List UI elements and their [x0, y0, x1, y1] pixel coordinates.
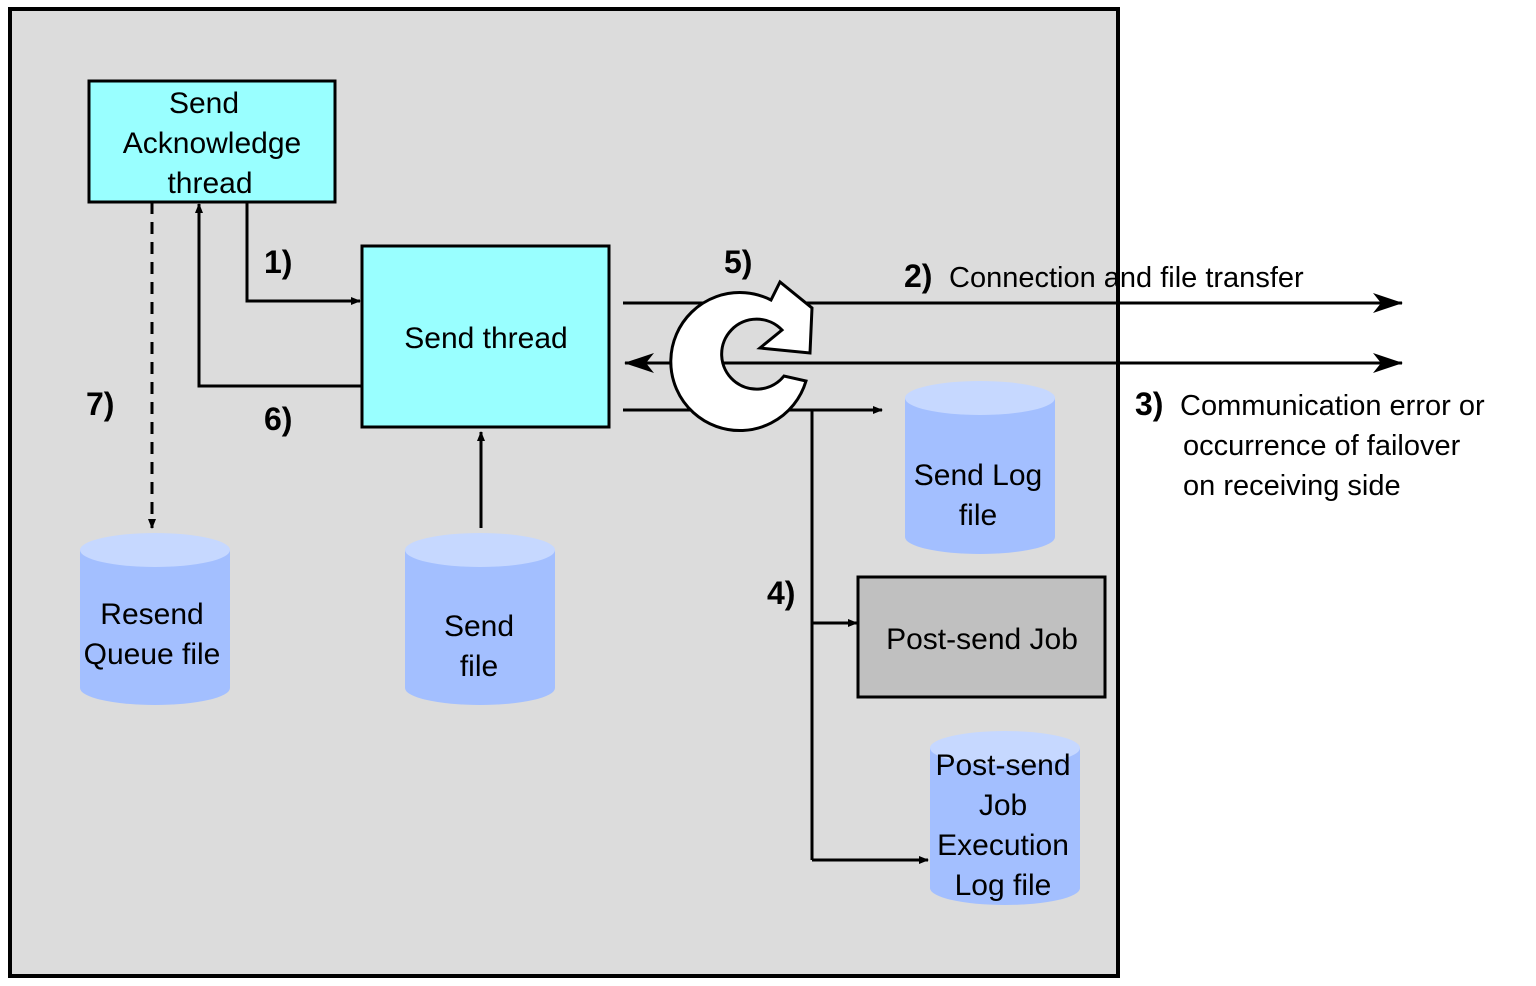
send-file-cylinder: Send file	[405, 533, 555, 705]
send-ack-line-2: Acknowledge	[123, 127, 301, 160]
send-acknowledge-thread-box: Send Acknowledge thread	[87, 79, 337, 204]
resend-queue-line-1: Resend	[100, 598, 203, 631]
send-thread-box: Send thread	[360, 244, 611, 429]
refresh-cycle-icon	[669, 279, 814, 433]
step-5-label: 5)	[724, 244, 752, 280]
post-send-log-line-2: Job	[979, 789, 1027, 822]
post-send-log-line-3: Execution	[937, 829, 1069, 862]
step-7-label: 7)	[86, 386, 114, 422]
post-send-job-box: Post-send Job	[856, 575, 1107, 699]
send-ack-line-3: thread	[167, 167, 252, 200]
post-send-job-label: Post-send Job	[886, 623, 1078, 656]
step-3-label: 3)	[1135, 386, 1163, 422]
send-file-line-2: file	[460, 650, 498, 683]
post-send-job-log-cylinder: Post-send Job Execution Log file	[930, 731, 1080, 905]
connection-transfer-text: Connection and file transfer	[949, 262, 1304, 294]
comm-error-line-1: Communication error or	[1180, 390, 1485, 422]
step-4-label: 4)	[767, 575, 795, 611]
step-6-label: 6)	[264, 401, 292, 437]
send-log-line-1: Send Log	[914, 459, 1042, 492]
send-thread-label: Send thread	[404, 322, 567, 355]
arrow-step-6	[195, 203, 362, 388]
comm-error-line-3: on receiving side	[1183, 470, 1401, 502]
send-log-file-cylinder: Send Log file	[905, 381, 1055, 554]
post-send-log-line-4: Log file	[955, 869, 1052, 902]
post-send-log-line-1: Post-send	[935, 749, 1070, 782]
resend-queue-line-2: Queue file	[84, 638, 221, 671]
send-file-line-1: Send	[444, 610, 514, 643]
send-ack-line-1: Send	[169, 87, 239, 120]
comm-error-line-2: occurrence of failover	[1183, 430, 1461, 462]
resend-queue-file-cylinder: Resend Queue file	[80, 533, 230, 705]
arrow-step-1	[245, 202, 361, 305]
send-log-line-2: file	[959, 499, 997, 532]
step-2-label: 2)	[904, 258, 932, 294]
step-1-label: 1)	[264, 244, 292, 280]
